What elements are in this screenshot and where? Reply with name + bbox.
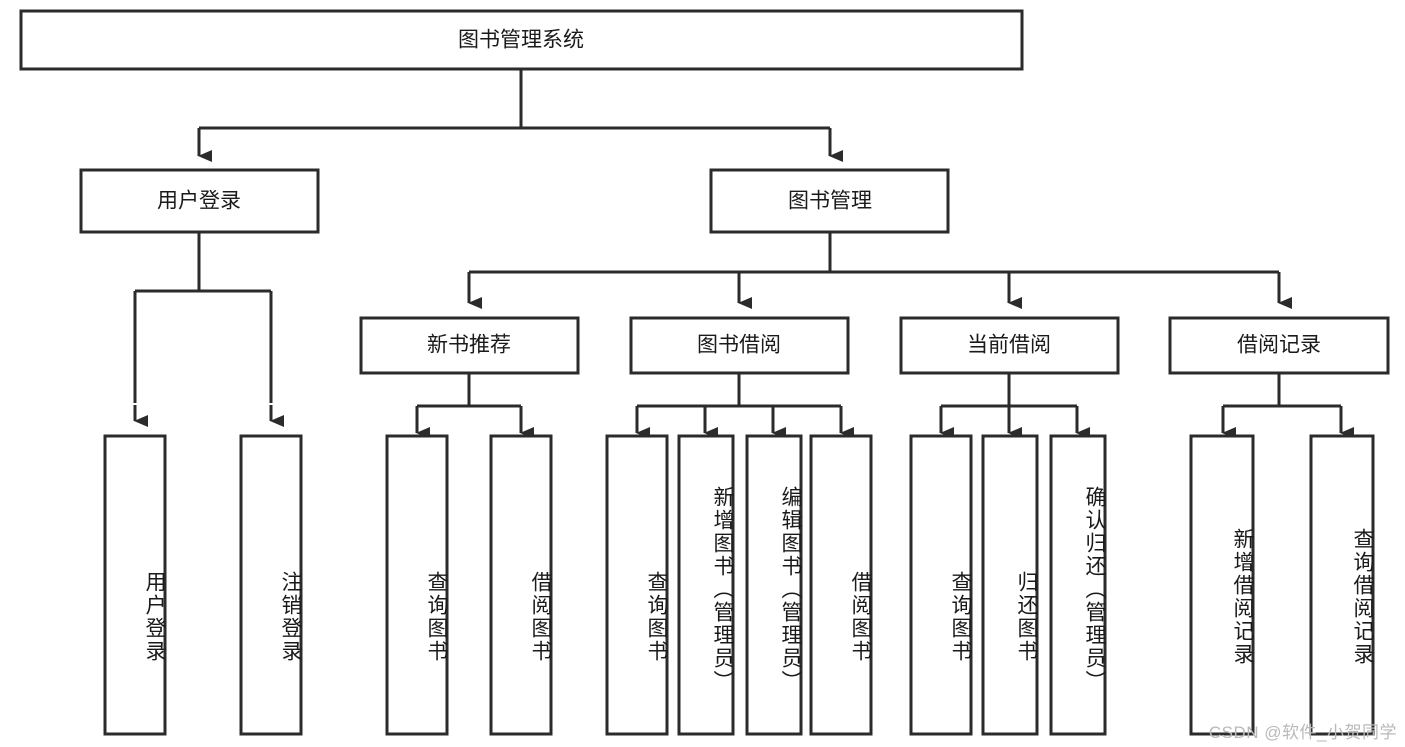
node-label-current-borrow: 当前借阅 bbox=[967, 334, 1051, 357]
node-box-leaf-new-book-2[interactable] bbox=[489, 434, 553, 736]
node-box-user-login[interactable] bbox=[79, 168, 320, 234]
csdn-watermark: CSDN @软件_小贺同学 bbox=[1208, 723, 1397, 742]
connector-group-current bbox=[939, 373, 1090, 439]
connector-group-borrow bbox=[635, 373, 854, 439]
node-label-user-login: 用户登录 bbox=[157, 190, 241, 213]
node-label-book-management: 图书管理 bbox=[788, 190, 872, 213]
connector-group-root bbox=[197, 69, 843, 162]
connector-group-newbook bbox=[415, 373, 534, 439]
node-label-book-borrow: 图书借阅 bbox=[697, 334, 781, 357]
node-box-root[interactable] bbox=[19, 9, 1024, 71]
node-box-book-management[interactable] bbox=[709, 168, 950, 234]
connector-group-userlogin bbox=[133, 232, 284, 427]
node-box-borrow-records[interactable] bbox=[1168, 316, 1390, 375]
node-box-leaf-user-login-1[interactable] bbox=[103, 434, 167, 736]
node-box-leaf-new-book-1[interactable] bbox=[385, 434, 449, 736]
node-box-leaf-current-borrow-3[interactable] bbox=[1049, 434, 1107, 736]
node-box-leaf-book-borrow-3[interactable] bbox=[745, 434, 803, 736]
connector-group-records bbox=[1221, 373, 1354, 439]
node-box-leaf-current-borrow-1[interactable] bbox=[909, 434, 973, 736]
node-box-leaf-book-borrow-4[interactable] bbox=[809, 434, 873, 736]
node-box-leaf-book-borrow-2[interactable] bbox=[677, 434, 735, 736]
node-box-leaf-borrow-records-1[interactable] bbox=[1189, 434, 1255, 736]
node-box-book-borrow[interactable] bbox=[629, 316, 850, 375]
node-label-borrow-records: 借阅记录 bbox=[1237, 334, 1321, 357]
node-label-root: 图书管理系统 bbox=[458, 29, 584, 52]
node-label-new-book-recommend: 新书推荐 bbox=[427, 334, 511, 357]
connector-group-bookmgmt bbox=[467, 232, 1292, 309]
node-box-leaf-current-borrow-2[interactable] bbox=[981, 434, 1039, 736]
node-box-leaf-user-login-2[interactable] bbox=[239, 434, 303, 736]
node-box-leaf-book-borrow-1[interactable] bbox=[605, 434, 669, 736]
node-box-leaf-borrow-records-2[interactable] bbox=[1309, 434, 1375, 736]
node-box-current-borrow[interactable] bbox=[899, 316, 1120, 375]
node-box-new-book-recommend[interactable] bbox=[359, 316, 580, 375]
